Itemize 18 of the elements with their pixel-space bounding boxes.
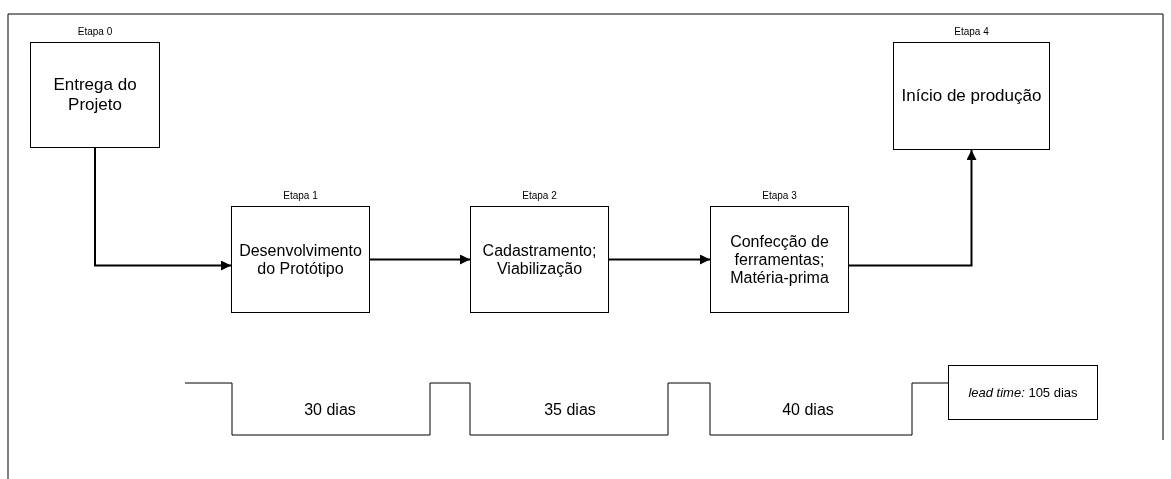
process-box: Entrega do Projeto — [30, 42, 160, 148]
stage-label: Etapa 1 — [282, 190, 319, 201]
stage-label: Etapa 2 — [521, 190, 558, 201]
arrow — [369, 254, 471, 265]
process-box: Cadastramento; Viabilização — [470, 206, 609, 313]
arrow — [608, 254, 711, 265]
duration-label: 40 dias — [782, 401, 834, 419]
duration-label: 30 dias — [304, 401, 356, 419]
process-box: Desenvolvimento do Protótipo — [231, 206, 370, 313]
stage-label: Etapa 4 — [953, 26, 990, 37]
stage-label: Etapa 3 — [761, 190, 798, 201]
arrow — [94, 147, 232, 271]
note-box: lead time: 105 dias — [948, 365, 1098, 420]
duration-label: 35 dias — [544, 401, 596, 419]
process-box: Confecção de ferramentas; Matéria-prima — [710, 206, 849, 313]
arrow — [848, 149, 977, 267]
stage-label: Etapa 0 — [76, 26, 114, 37]
process-box: Início de produção — [893, 42, 1050, 150]
